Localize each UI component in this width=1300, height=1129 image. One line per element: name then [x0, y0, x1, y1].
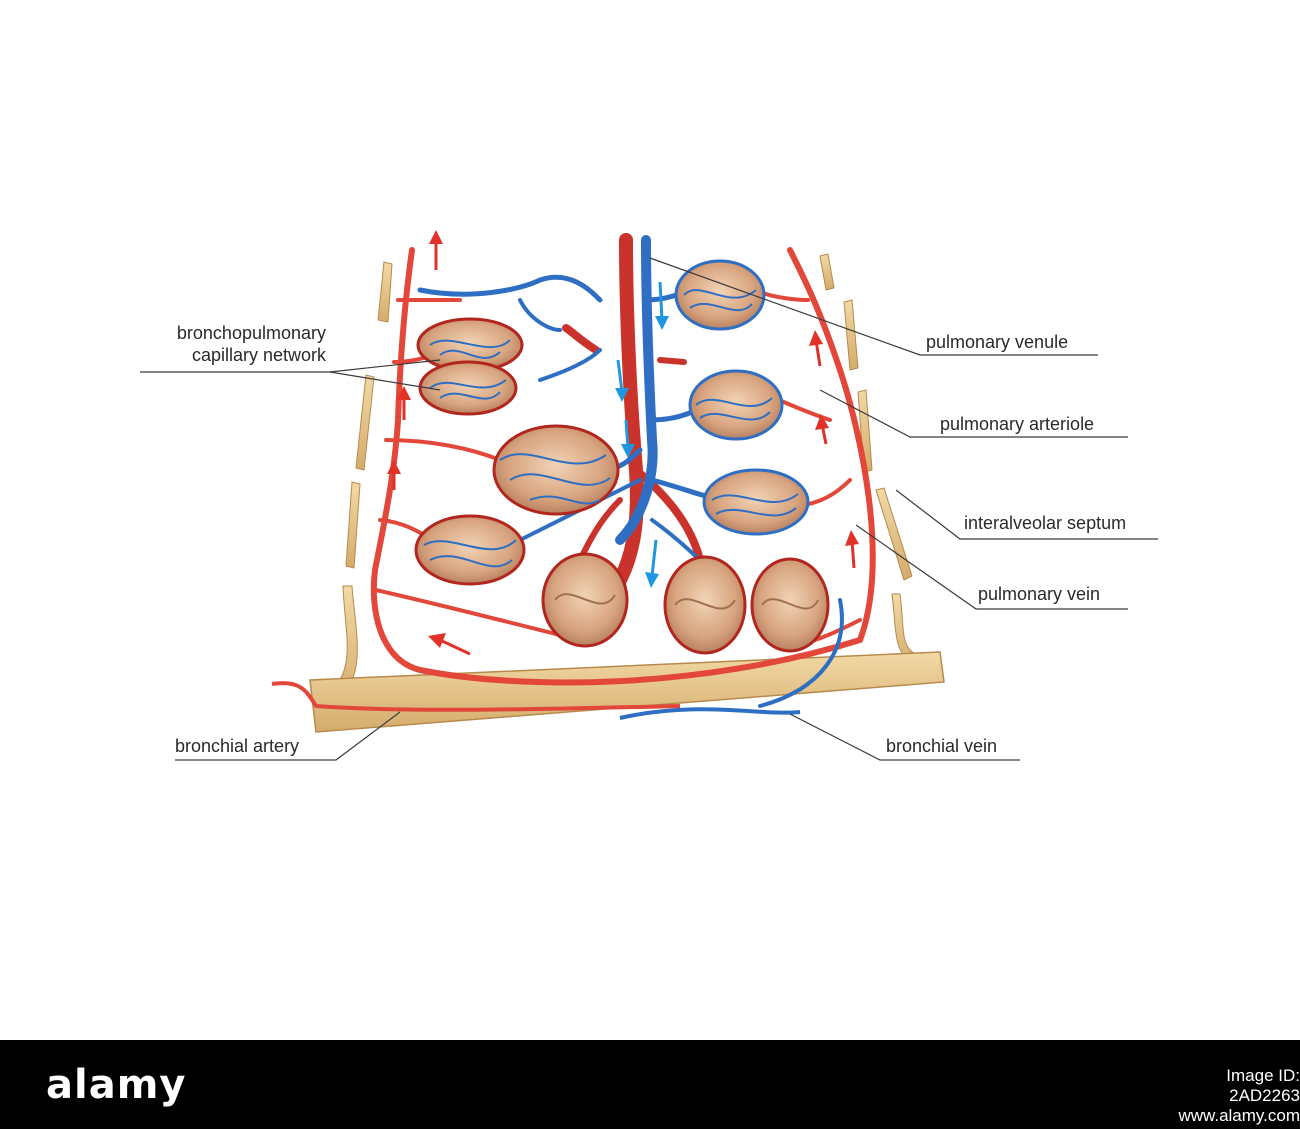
- interalveolar-septum-walls: [309, 253, 945, 733]
- alveolus-cluster-right-3: [702, 468, 810, 536]
- alveolus-cluster-left-3: [492, 424, 620, 516]
- alveolus-cluster-bottom-2: [663, 555, 747, 655]
- alveolar-clusters: [414, 259, 830, 655]
- blue-flow-arrow: [615, 281, 669, 588]
- alveolus-cluster-right-1: [674, 259, 766, 331]
- label-pulmonary-venule: pulmonary venule: [926, 332, 1069, 352]
- label-pulmonary-arteriole: pulmonary arteriole: [940, 414, 1095, 434]
- pulmonary-veins: [417, 235, 844, 708]
- pulmonary-arteries: [370, 233, 876, 686]
- red-flow-arrow: [387, 230, 859, 656]
- alveolus-cluster-right-2: [688, 369, 784, 441]
- alveolus-cluster-bottom-3: [750, 557, 830, 653]
- label-line-1: bronchopulmonary: [176, 323, 326, 343]
- alveolus-cluster-bottom-1: [541, 552, 629, 648]
- label-bronchial-vein: bronchial vein: [886, 736, 998, 756]
- lung-circulation-diagram: [140, 230, 1158, 761]
- bronchial-vessels: [271, 681, 801, 720]
- alveolus-cluster-left-1: [416, 317, 524, 373]
- label-line-2: capillary network: [191, 345, 326, 365]
- alamy-logo: alamy: [46, 1062, 187, 1108]
- flow-arrows: [387, 230, 859, 656]
- image-id-text: Image ID: 2AD2263: [1226, 1066, 1300, 1105]
- label-pulmonary-vein: pulmonary vein: [978, 584, 1101, 604]
- label-bronchopulmonary-capillary-network: bronchopulmonary capillary network: [118, 322, 326, 366]
- image-id: Image ID: 2AD2263 www.alamy.com: [1172, 1066, 1300, 1126]
- alveolus-cluster-left-4: [414, 514, 526, 586]
- site-url: www.alamy.com: [1178, 1106, 1300, 1125]
- leader-lines: [140, 257, 1158, 761]
- label-bronchial-artery: bronchial artery: [175, 736, 300, 756]
- alveolus-cluster-left-2: [418, 360, 518, 416]
- watermark-footer-bar: [0, 1040, 1300, 1129]
- label-interalveolar-septum: interalveolar septum: [964, 513, 1127, 533]
